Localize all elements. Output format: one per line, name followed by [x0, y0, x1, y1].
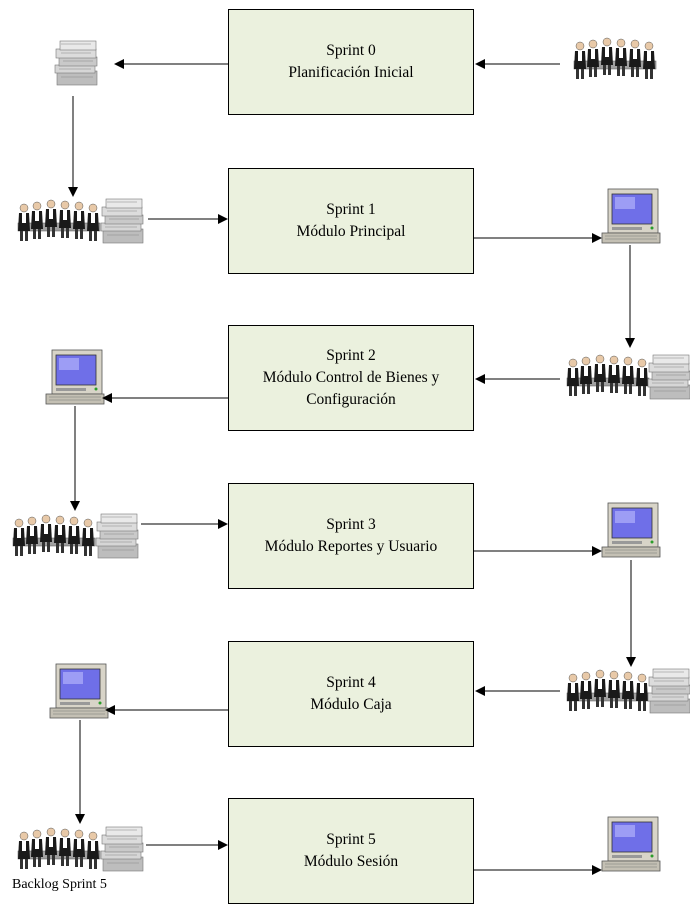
team-meeting-icon	[13, 515, 95, 556]
sprint-subtitle: Módulo Caja	[310, 696, 392, 713]
documents-icon	[100, 198, 144, 244]
documents-icon	[647, 668, 690, 714]
sprint-box-4: Sprint 4 Módulo Caja	[228, 641, 474, 747]
sprint-title: Sprint 5	[326, 831, 376, 848]
sprint-title: Sprint 2	[326, 347, 376, 364]
documents-icon	[54, 40, 98, 86]
sprint-title: Sprint 3	[326, 516, 376, 533]
team-meeting-icon	[18, 828, 100, 869]
sprint-title: Sprint 4	[326, 674, 376, 691]
documents-icon	[95, 513, 139, 559]
team-meeting-icon	[18, 200, 100, 241]
sprint-subtitle-line2: Configuración	[306, 391, 396, 408]
sprint-title: Sprint 1	[326, 201, 376, 218]
backlog-caption: Backlog Sprint 5	[12, 877, 107, 892]
computer-icon	[45, 349, 105, 405]
computer-icon	[49, 663, 109, 719]
computer-icon	[601, 816, 661, 872]
sprint-subtitle: Módulo Principal	[296, 223, 406, 240]
sprint-subtitle: Módulo Reportes y Usuario	[264, 538, 438, 555]
sprint-title: Sprint 0	[326, 42, 376, 59]
documents-icon	[647, 354, 690, 400]
team-meeting-icon	[574, 38, 656, 79]
team-meeting-icon	[567, 355, 649, 396]
documents-icon	[100, 826, 144, 872]
sprint-box-1: Sprint 1 Módulo Principal	[228, 168, 474, 274]
sprint-subtitle: Módulo Control de Bienes y	[262, 369, 440, 386]
sprint-box-3: Sprint 3 Módulo Reportes y Usuario	[228, 483, 474, 589]
team-meeting-icon	[567, 670, 649, 711]
sprint-box-2: Sprint 2 Módulo Control de Bienes y Conf…	[228, 325, 474, 431]
sprint-box-5: Sprint 5 Módulo Sesión	[228, 798, 474, 904]
sprint-subtitle: Módulo Sesión	[303, 853, 399, 870]
computer-icon	[601, 188, 661, 244]
sprint-box-0: Sprint 0 Planificación Inicial	[228, 9, 474, 115]
sprint-subtitle: Planificación Inicial	[288, 64, 414, 81]
computer-icon	[601, 502, 661, 558]
